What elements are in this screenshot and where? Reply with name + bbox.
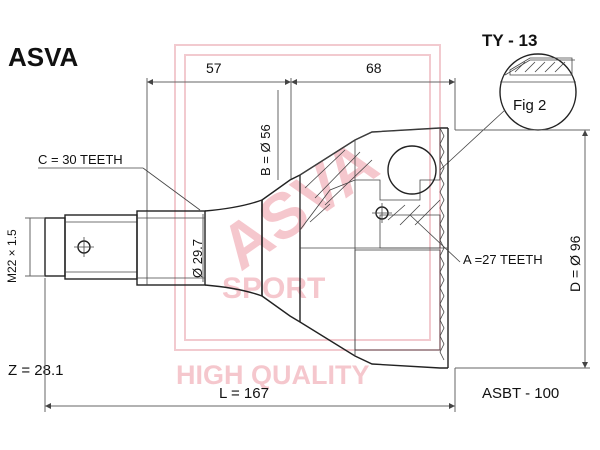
watermark-logo: ASVA SPORT HIGH QUALITY — [174, 44, 441, 390]
asbt-label: ASBT - 100 — [482, 385, 559, 402]
watermark-sport-text: SPORT — [222, 272, 325, 305]
b-dim-label: B = Ø 56 — [258, 124, 273, 176]
fig2-callout: Fig 2 — [439, 53, 577, 171]
shaft-stub — [44, 214, 138, 280]
watermark-tagline: HIGH QUALITY — [176, 360, 370, 390]
part-number: TY - 13 — [482, 31, 537, 50]
c-teeth-label: C = 30 TEETH — [38, 152, 123, 167]
length-dimension: L = 167 — [44, 278, 456, 412]
d-dimension: D = Ø 96 — [455, 129, 590, 369]
thread-dimension: M22 × 1.5 — [5, 217, 45, 283]
a-teeth-label: A =27 TEETH — [463, 252, 543, 267]
cv-section — [299, 127, 441, 249]
z-label: Z = 28.1 — [8, 362, 63, 379]
b-dimension: B = Ø 56 — [258, 90, 279, 180]
splined-shaft — [136, 199, 263, 297]
watermark-logo-text: ASVA — [207, 125, 390, 283]
d-dim-label: D = Ø 96 — [567, 235, 583, 292]
length-label: L = 167 — [219, 385, 269, 402]
thread-label: M22 × 1.5 — [5, 229, 19, 283]
fig-label: Fig 2 — [513, 97, 546, 114]
shaft-diameter: Ø 29.7 — [190, 214, 205, 282]
brand-title: ASVA — [8, 42, 79, 72]
shaft-dia-label: Ø 29.7 — [190, 239, 205, 278]
dim-68: 68 — [366, 60, 382, 76]
dim-57: 57 — [206, 60, 222, 76]
top-dimensions: 57 68 — [146, 60, 456, 212]
